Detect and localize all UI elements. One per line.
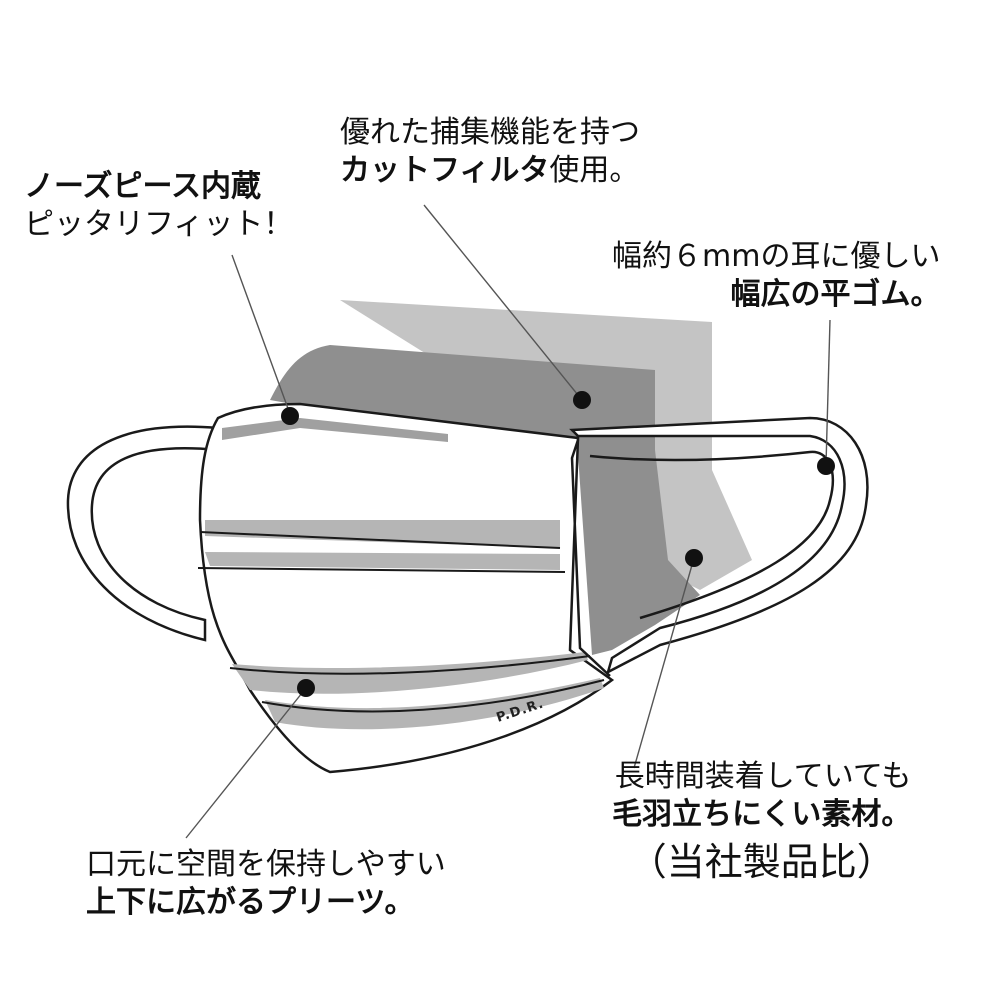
leader-pleats — [185, 687, 307, 839]
material-note: （当社製品比） — [628, 840, 895, 884]
filter-heading-bold: カットフィルタ — [340, 152, 550, 188]
bottom-pleat-edge — [229, 655, 591, 675]
leader-lines — [185, 204, 831, 839]
callout-nose-piece: ノーズピース内蔵 ピッタリフィット！ — [24, 168, 293, 243]
leader-material — [633, 557, 695, 769]
pleats-heading: 上下に広がるプリーツ。 — [86, 884, 415, 920]
lower-pleat — [265, 678, 604, 730]
leader-ear — [825, 319, 831, 466]
nose-piece-strip — [222, 418, 448, 442]
middle-pleat-edge — [197, 567, 566, 573]
lower-pleat-edge — [261, 679, 605, 713]
top-pleat — [205, 520, 560, 548]
dot-ear-loop — [817, 457, 835, 475]
left-ear-loop — [66, 425, 220, 642]
middle-filter-layer — [270, 345, 700, 655]
nose-piece-heading: ノーズピース内蔵 — [24, 169, 261, 204]
callout-filter: 優れた捕集機能を持つ カットフィルタ使用。 — [340, 114, 640, 189]
side-seam — [570, 439, 611, 677]
filter-subtext: 優れた捕集機能を持つ — [340, 115, 640, 150]
pleats-subtext: 口元に空間を保持しやすい — [86, 847, 446, 882]
material-subtext: 長時間装着していても — [614, 759, 912, 794]
middle-pleat — [205, 552, 560, 570]
callout-material: 長時間装着していても 毛羽立ちにくい素材。 （当社製品比） — [612, 758, 911, 887]
ear-loop-heading: 幅広の平ゴム。 — [730, 276, 941, 312]
filter-heading-normal: 使用。 — [549, 152, 640, 188]
dot-material — [685, 549, 703, 567]
leader-filter — [423, 204, 583, 401]
material-heading: 毛羽立ちにくい素材。 — [612, 796, 912, 832]
ear-loop-subtext: 幅約６mmの耳に優しい — [612, 239, 941, 274]
top-pleat-edge — [199, 531, 561, 549]
dot-nose-piece — [281, 407, 299, 425]
dot-pleats — [297, 679, 315, 697]
nose-piece-subtext: ピッタリフィット！ — [24, 206, 294, 242]
filter-heading: カットフィルタ使用。 — [340, 152, 640, 190]
leader-nose — [231, 254, 291, 415]
right-ear-loop — [569, 416, 869, 675]
dot-filter — [573, 391, 591, 409]
callout-ear-loop: 幅約６mmの耳に優しい 幅広の平ゴム。 — [612, 238, 940, 313]
callout-pleats: 口元に空間を保持しやすい 上下に広がるプリーツ。 — [86, 846, 446, 921]
